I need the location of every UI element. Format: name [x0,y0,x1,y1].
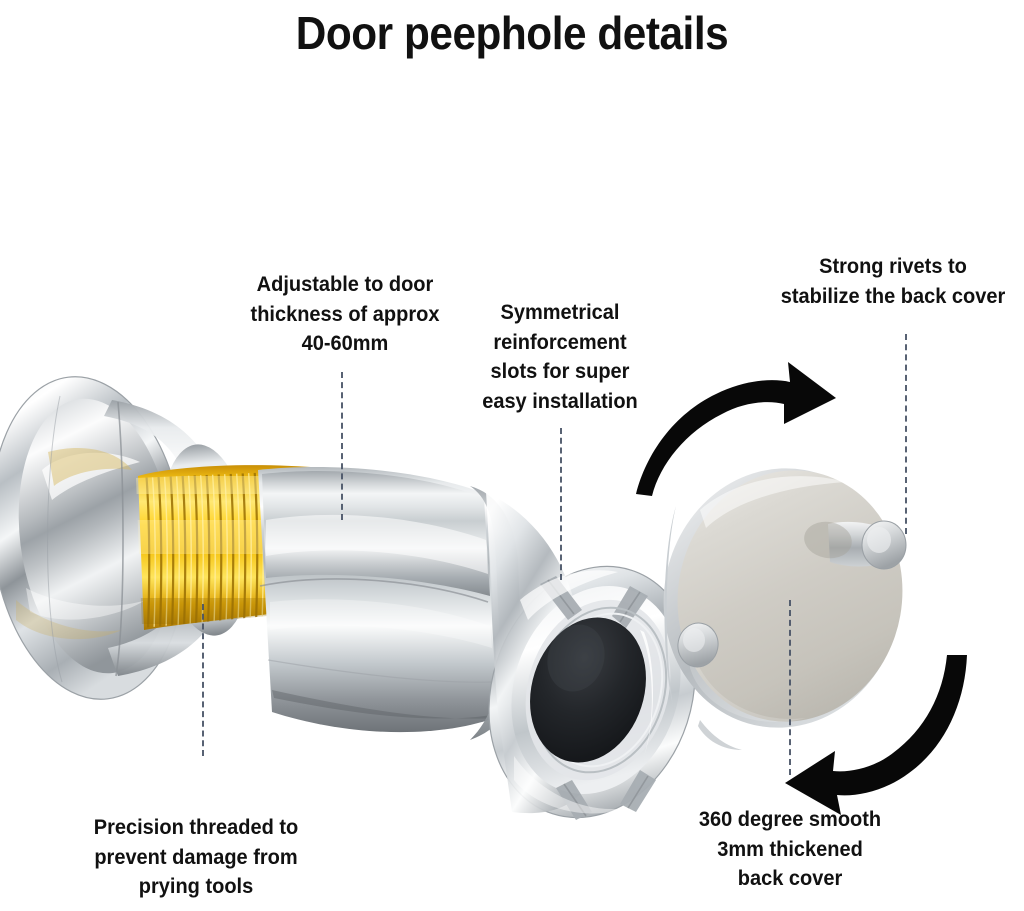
page-title: Door peephole details [295,7,729,59]
callout-line: 360 degree smooth [698,807,882,831]
leader-line-thickness [341,372,343,520]
callout-precision-threaded: Precision threaded to prevent damage fro… [71,813,320,902]
leader-line-rivets [905,334,907,534]
callout-line: thickness of approx [250,301,440,326]
outer-flange-group [0,376,251,700]
callout-line: Strong rivets to [819,254,967,278]
callout-line: 3mm thickened [717,836,863,861]
callout-line: 40-60mm [301,331,389,356]
callout-line: back cover [737,866,843,891]
callout-strong-rivets: Strong rivets to stabilize the back cove… [771,252,1015,311]
callout-line: stabilize the back cover [780,283,1006,308]
rotation-arrow-bottom-icon [775,655,975,815]
callout-line: prevent damage from [94,844,298,869]
callout-adjustable-thickness: Adjustable to door thickness of approx 4… [229,270,462,359]
leader-line-threaded [202,604,204,756]
gold-threaded-barrel-group [136,465,334,630]
callout-line: easy installation [482,388,638,413]
leader-line-slots [560,428,562,580]
chrome-barrel-group [258,467,522,740]
back-cover-rivet [677,622,719,668]
callout-line: Adjustable to door [256,272,434,296]
callout-line: prying tools [138,874,254,899]
lens [530,617,646,763]
leader-line-backcover [789,600,791,775]
back-cover-rivet [804,520,907,570]
callout-back-cover: 360 degree smooth 3mm thickened back cov… [671,805,909,894]
callout-line: reinforcement [493,329,627,354]
callout-reinforcement-slots: Symmetrical reinforcement slots for supe… [467,298,653,417]
reinforcement-slot-ring-group [486,492,696,820]
rotation-arrow-top-icon [630,358,840,498]
callout-line: slots for super [490,359,630,384]
reinforcement-slots [540,576,656,820]
callout-line: Precision threaded to [93,815,299,839]
callout-line: Symmetrical [500,300,620,324]
